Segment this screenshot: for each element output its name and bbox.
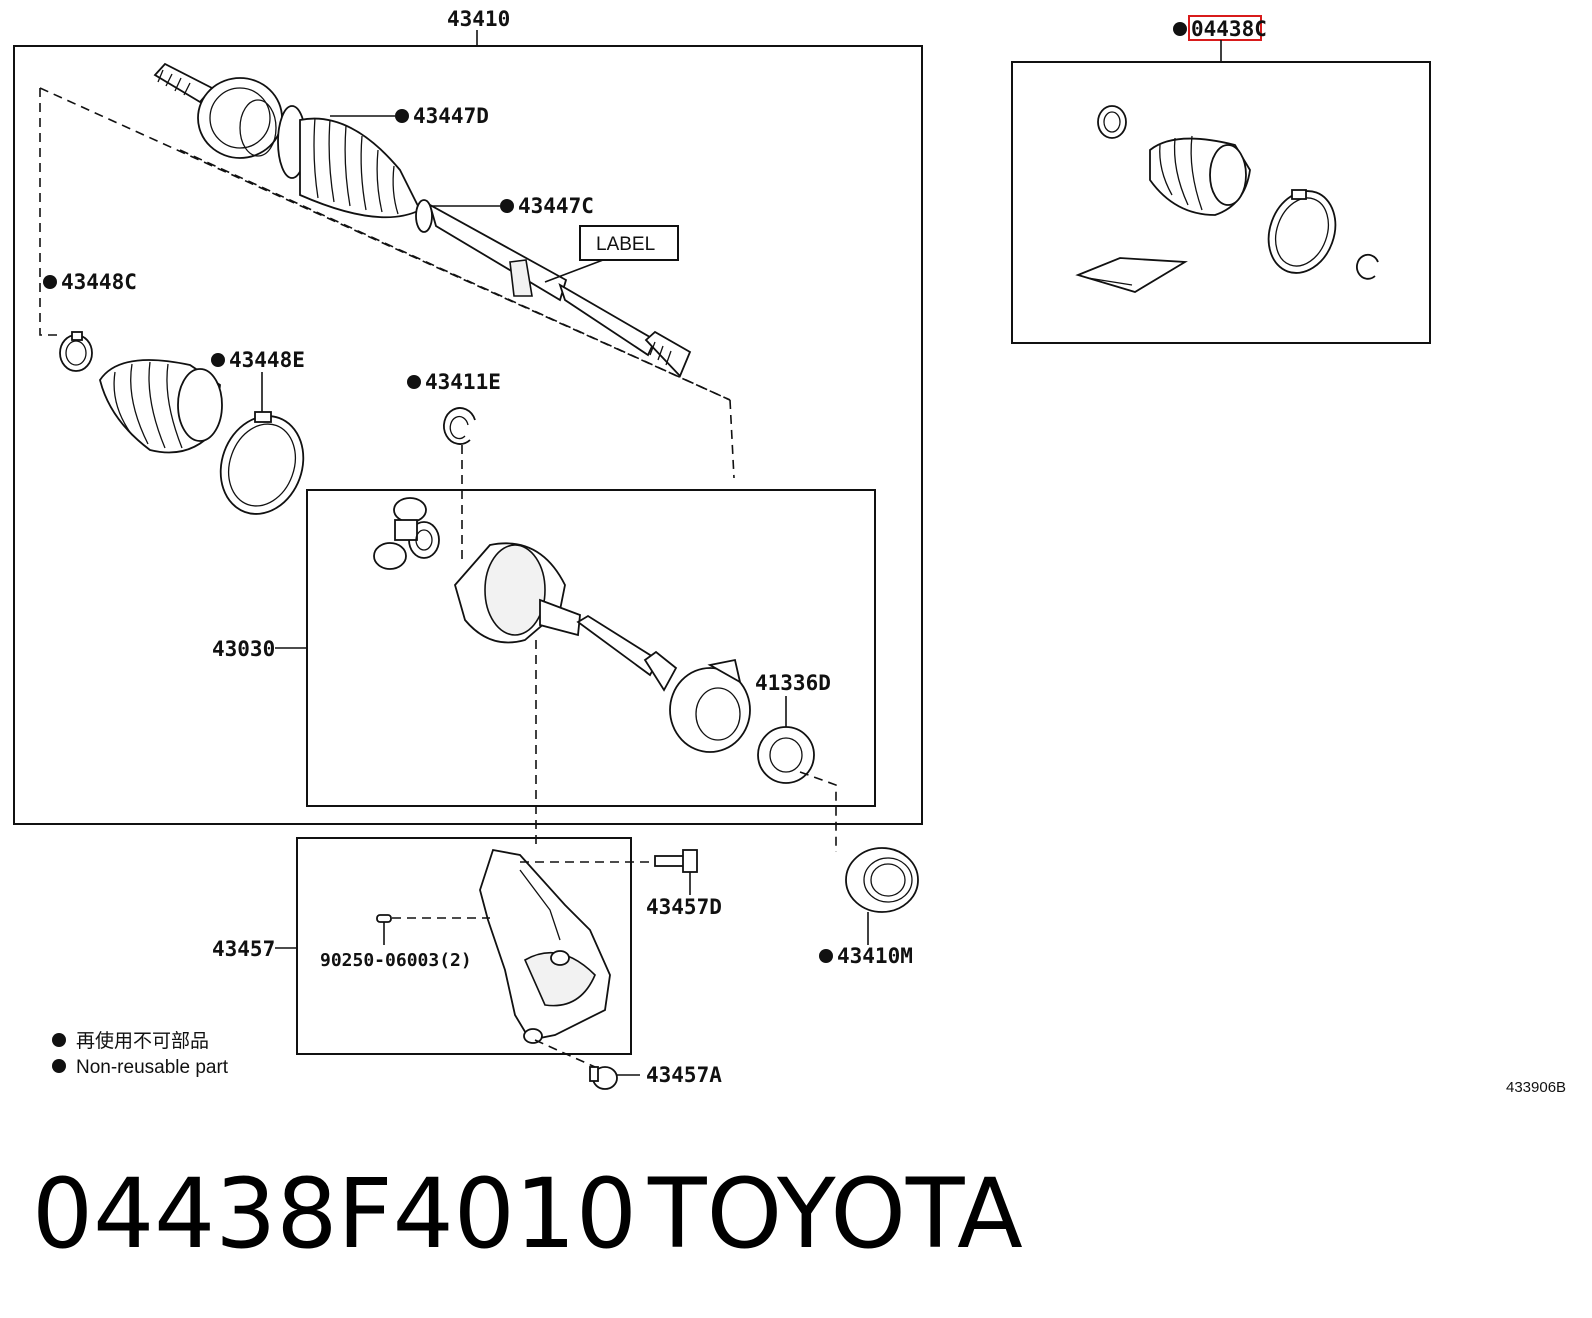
- label-43457D[interactable]: 43457D: [646, 895, 722, 919]
- label-43457[interactable]: 43457: [212, 937, 275, 961]
- kit-grease-packet[interactable]: [1075, 257, 1188, 293]
- drive-shaft[interactable]: [153, 62, 692, 378]
- label-43447D[interactable]: 43447D: [413, 104, 489, 128]
- inner-joint-housing[interactable]: [454, 542, 678, 692]
- legend-line-1: 再使用不可部品: [76, 1030, 209, 1052]
- snap-ring[interactable]: [443, 407, 476, 445]
- kit-boot[interactable]: [1149, 135, 1251, 216]
- label-90250-06003[interactable]: 90250-06003(2): [320, 950, 472, 971]
- bracket[interactable]: [479, 848, 611, 1044]
- label-tag-text[interactable]: LABEL: [596, 234, 655, 255]
- label-43030[interactable]: 43030: [212, 637, 275, 661]
- label-43448C[interactable]: 43448C: [61, 270, 137, 294]
- label-43448E[interactable]: 43448E: [229, 348, 305, 372]
- kit-clamp-large[interactable]: [1258, 182, 1347, 283]
- bracket-frame: [296, 837, 632, 1055]
- bracket-pin[interactable]: [376, 914, 392, 923]
- bracket-bolt[interactable]: [654, 849, 698, 873]
- legend-line-2: Non-reusable part: [76, 1057, 229, 1078]
- reference-code: 433906B: [1506, 1079, 1566, 1096]
- label-41336D[interactable]: 41336D: [755, 671, 831, 695]
- label-04438C[interactable]: 04438C: [1191, 17, 1267, 41]
- inner-clamp-small[interactable]: [59, 331, 93, 372]
- label-43411E[interactable]: 43411E: [425, 370, 501, 394]
- caption-brand: TOYOTA: [647, 1158, 1023, 1270]
- shaft-group-outline: [39, 88, 60, 336]
- label-43457A[interactable]: 43457A: [646, 1063, 722, 1087]
- assembly-label[interactable]: 43410: [447, 7, 510, 31]
- kit-number-highlight: [1188, 15, 1262, 41]
- kit-frame: [1011, 61, 1431, 344]
- bearing[interactable]: [845, 847, 919, 913]
- inner-boot[interactable]: [99, 359, 223, 454]
- inner-clamp-large[interactable]: [207, 404, 316, 525]
- caption-part-number: 04438F4010: [32, 1158, 637, 1270]
- bracket-nut[interactable]: [589, 1066, 618, 1090]
- dust-cover[interactable]: [669, 658, 751, 753]
- label-tag-box: [579, 225, 679, 261]
- kit-snap-ring[interactable]: [1356, 253, 1379, 280]
- label-43447C[interactable]: 43447C: [518, 194, 594, 218]
- dust-seal[interactable]: [757, 726, 815, 784]
- kit-clamp-small[interactable]: [1097, 105, 1127, 139]
- assembly-frame: [13, 45, 923, 825]
- tripod-spider[interactable]: [373, 497, 440, 570]
- label-43410M[interactable]: 43410M: [837, 944, 913, 968]
